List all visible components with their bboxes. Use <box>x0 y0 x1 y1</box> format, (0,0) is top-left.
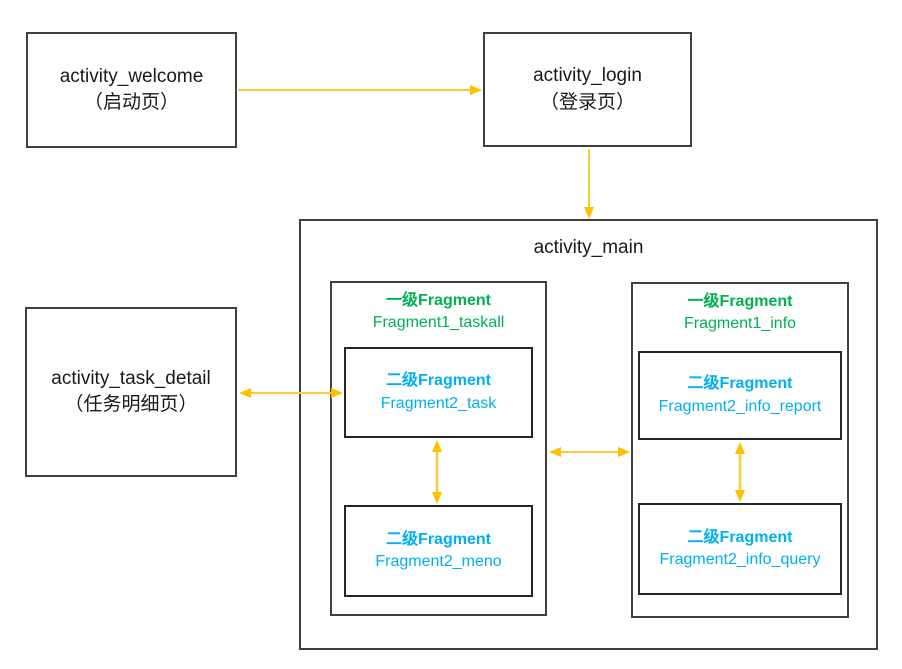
fragment2-info-query-level-label: 二级Fragment <box>687 528 793 546</box>
activity-welcome-caption: （启动页） <box>83 92 179 113</box>
fragment2-info-query-node: 二级Fragment Fragment2_info_query <box>638 503 842 595</box>
fragment2-task-name-label: Fragment2_task <box>380 394 497 412</box>
activity-welcome-node: activity_welcome （启动页） <box>26 32 237 148</box>
activity-welcome-label: activity_welcome <box>59 65 204 87</box>
activity-login-node: activity_login （登录页） <box>483 32 692 147</box>
fragment2-meno-name-label: Fragment2_meno <box>375 553 502 570</box>
fragment2-info-query-name-label: Fragment2_info_query <box>659 551 821 568</box>
activity-task-detail-caption: （任务明细页） <box>64 394 198 415</box>
fragment2-info-report-node: 二级Fragment Fragment2_info_report <box>638 351 842 440</box>
fragment1-taskall-name-label: Fragment1_taskall <box>372 313 505 331</box>
fragment2-meno-node: 二级Fragment Fragment2_meno <box>344 505 533 597</box>
fragment2-task-level-label: 二级Fragment <box>386 372 491 390</box>
fragment1-info-name-label: Fragment1_info <box>683 314 797 332</box>
activity-task-detail-node: activity_task_detail （任务明细页） <box>25 307 237 477</box>
activity-login-caption: （登录页） <box>539 91 635 113</box>
activity-login-label: activity_login <box>533 65 642 87</box>
fragment2-info-report-level-label: 二级Fragment <box>687 375 793 393</box>
activity-main-label: activity_main <box>533 237 644 258</box>
fragment2-info-report-name-label: Fragment2_info_report <box>658 397 822 415</box>
fragment2-task-node: 二级Fragment Fragment2_task <box>344 347 533 438</box>
activity-task-detail-label: activity_task_detail <box>51 367 211 389</box>
fragment1-info-level-label: 一级Fragment <box>687 293 793 310</box>
fragment2-meno-level-label: 二级Fragment <box>386 530 491 548</box>
fragment1-taskall-level-label: 一级Fragment <box>386 292 491 309</box>
